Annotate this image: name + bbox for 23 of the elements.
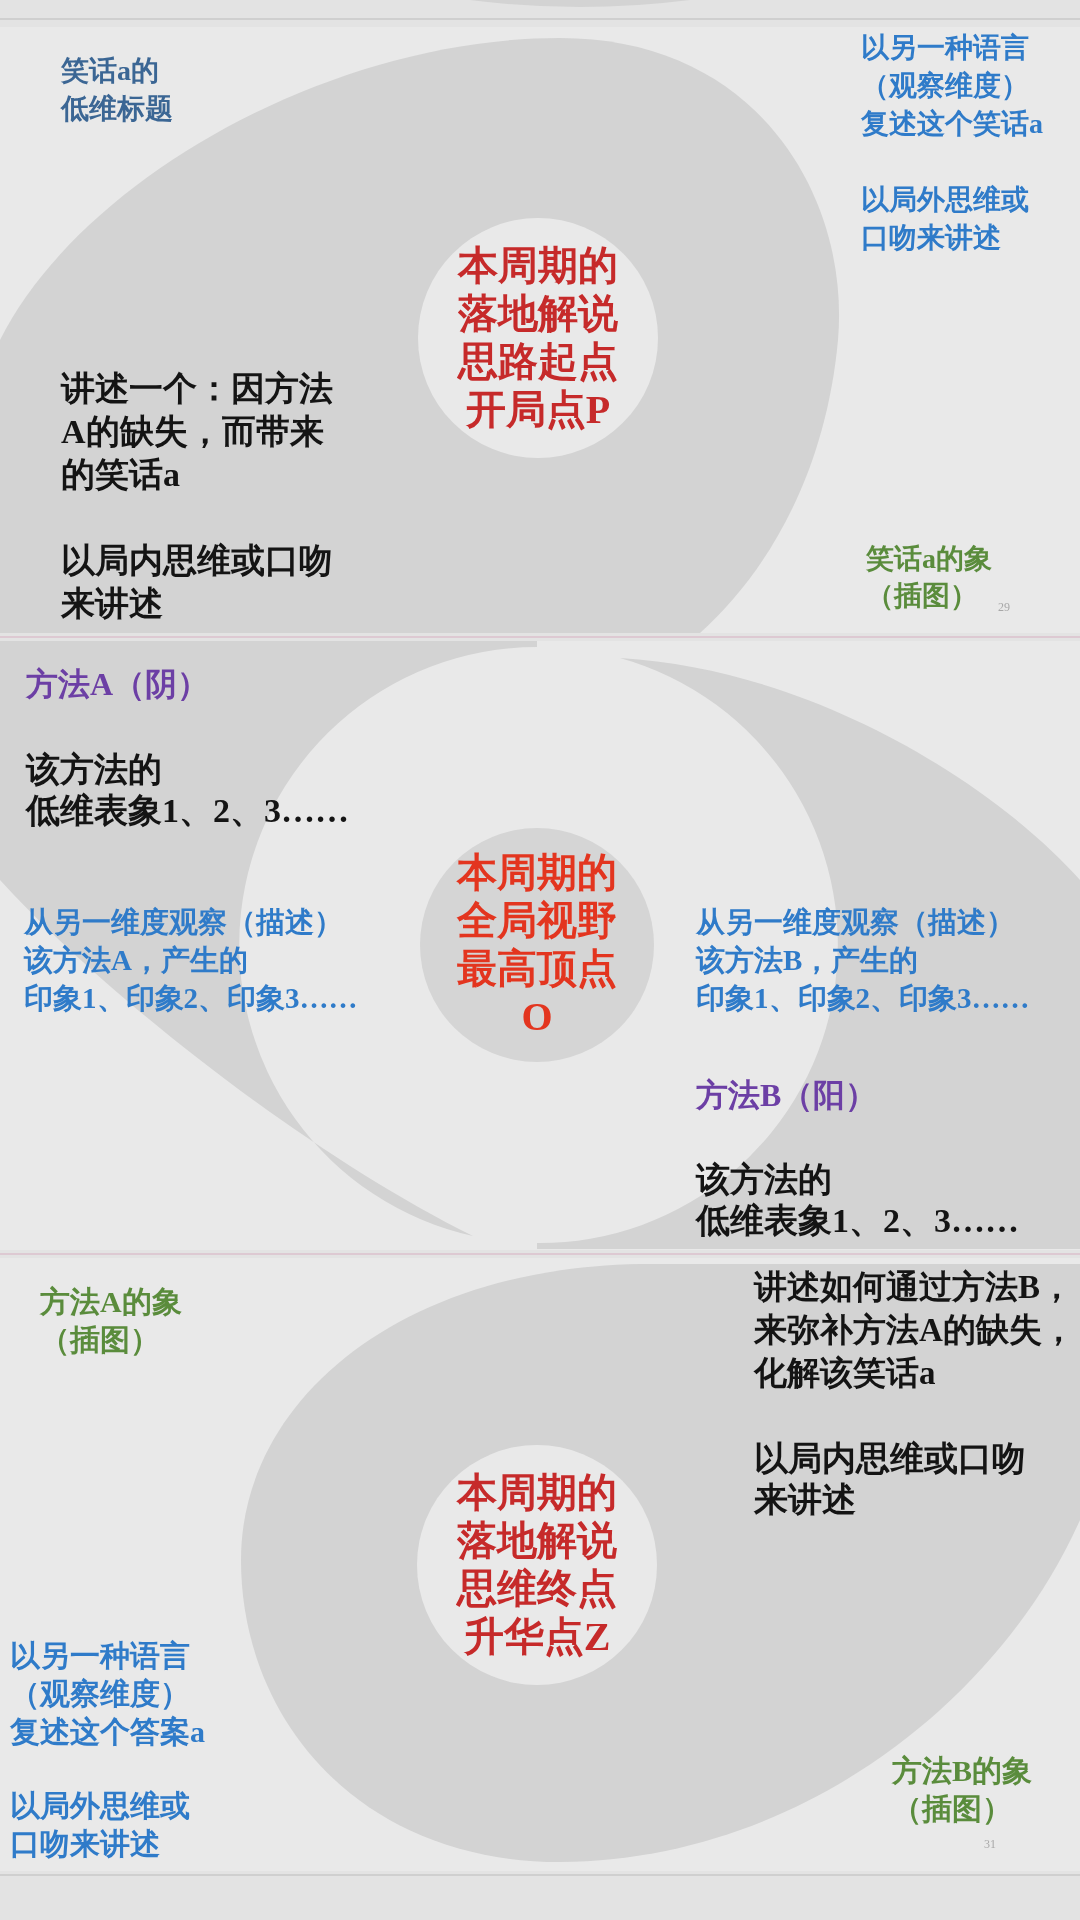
heading-text: 笑话a的低维标题 <box>61 54 173 126</box>
heading-text: 方法A（阴） <box>26 665 210 704</box>
page-number: 31 <box>984 1837 996 1852</box>
circle-label: 本周期的落地解说思维终点升华点Z <box>457 1469 617 1661</box>
caption-text: 笑话a的象（插图） <box>866 542 992 613</box>
caption-text: 方法B的象（插图） <box>892 1753 1032 1828</box>
body-text: 讲述一个：因方法A的缺失，而带来的笑话a <box>61 369 333 496</box>
body-text: 讲述如何通过方法B，来弥补方法A的缺失，化解该笑话a <box>754 1268 1075 1393</box>
note-text: 从另一维度观察（描述）该方法A，产生的印象1、印象2、印象3…… <box>24 905 358 1016</box>
note-text: 以另一种语言（观察维度）复述这个答案a <box>10 1638 205 1751</box>
page-number: 29 <box>998 600 1010 615</box>
caption-text: 方法A的象（插图） <box>40 1284 182 1359</box>
body-text: 以局内思维或口吻来讲述 <box>754 1439 1026 1520</box>
note-text: 以局外思维或口吻来讲述 <box>10 1788 190 1863</box>
circle-label: 本周期的全局视野最高顶点O <box>457 849 617 1041</box>
note-text: 以局外思维或口吻来讲述 <box>861 183 1029 256</box>
note-text: 从另一维度观察（描述）该方法B，产生的印象1、印象2、印象3…… <box>696 905 1030 1016</box>
body-text: 该方法的低维表象1、2、3…… <box>696 1160 1019 1241</box>
body-text: 该方法的低维表象1、2、3…… <box>26 750 349 831</box>
circle-label: 本周期的落地解说思路起点开局点P <box>458 242 618 434</box>
note-text: 以另一种语言（观察维度）复述这个笑话a <box>861 31 1043 142</box>
body-text: 以局内思维或口吻来讲述 <box>61 541 333 625</box>
heading-text: 方法B（阳） <box>696 1076 878 1115</box>
